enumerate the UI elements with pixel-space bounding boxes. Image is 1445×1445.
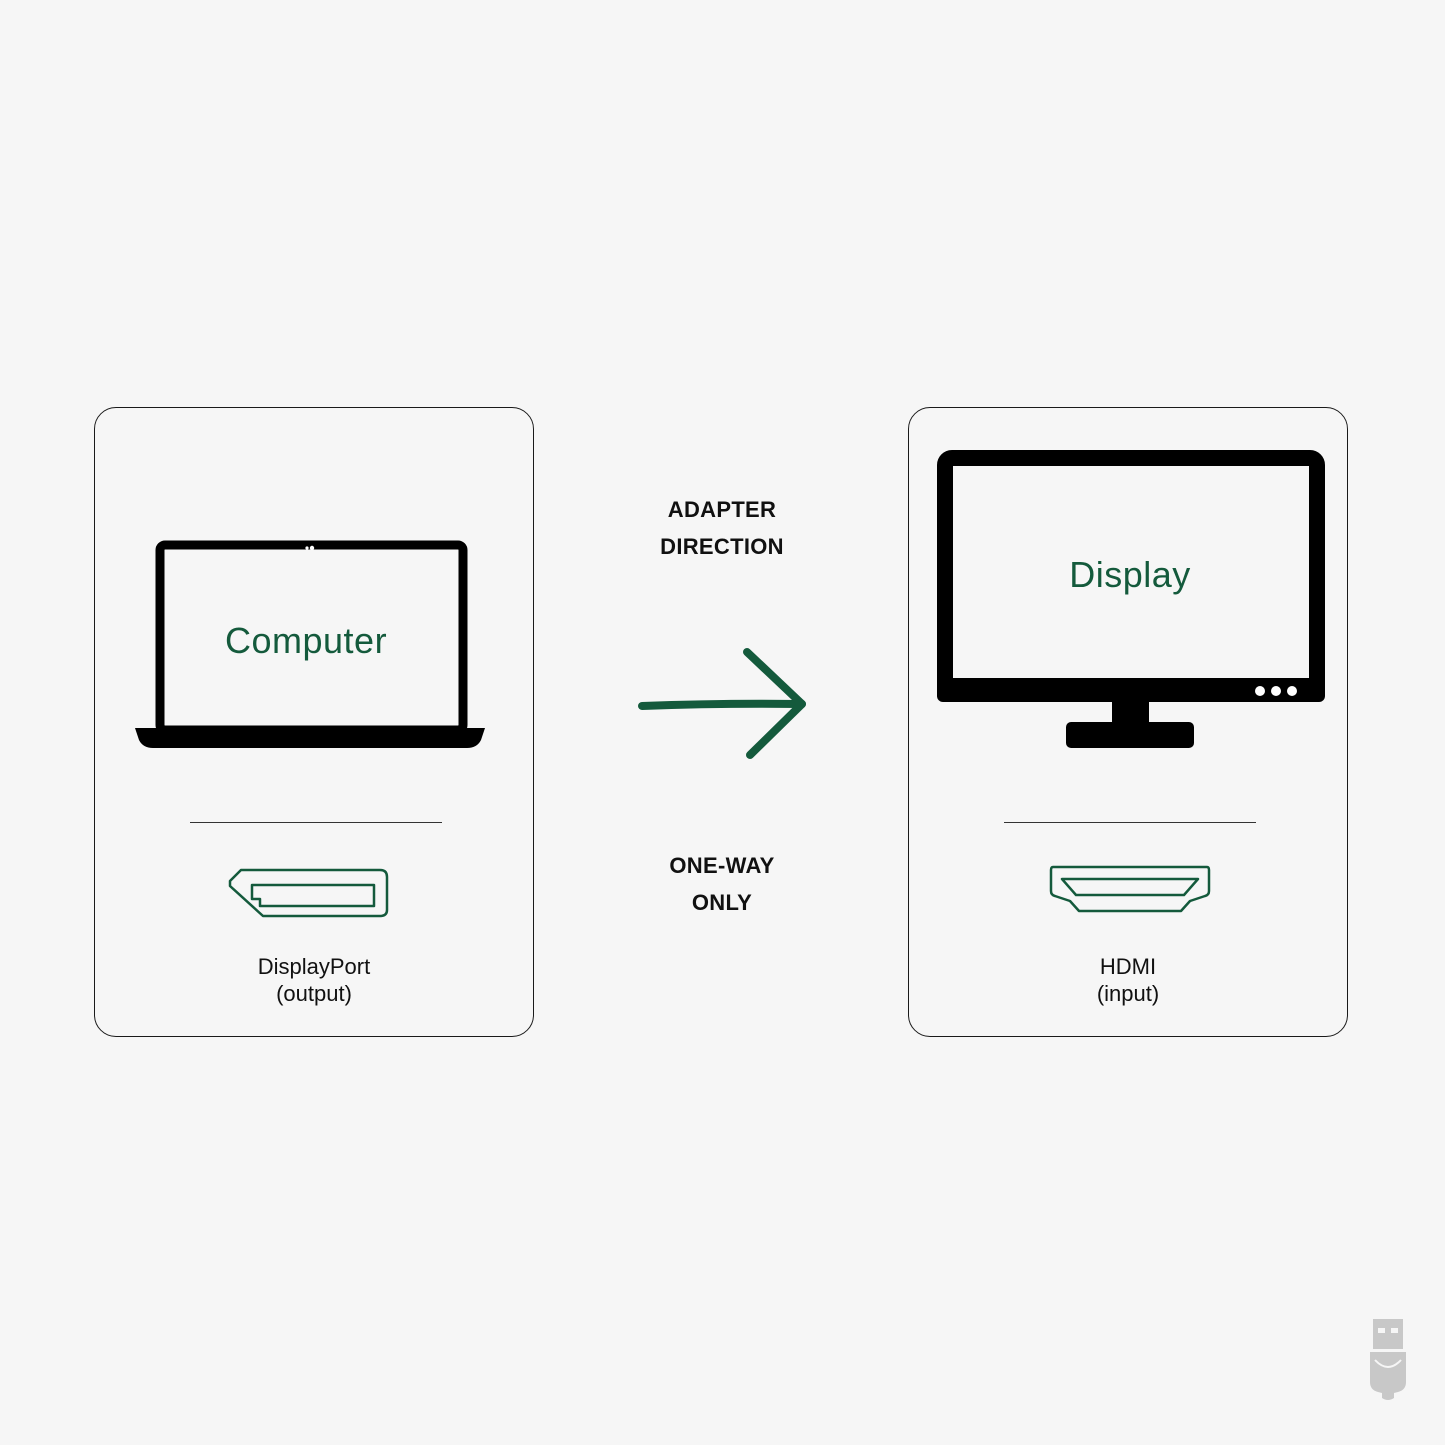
source-divider <box>190 822 442 823</box>
hdmi-direction: (input) <box>1096 981 1160 1006</box>
hdmi-name: HDMI <box>1099 954 1157 979</box>
computer-label: Computer <box>225 620 388 661</box>
one-way-line1: ONE-WAY <box>669 853 775 878</box>
displayport-direction: (output) <box>276 981 352 1006</box>
source-card: Computer DisplayPort (output) <box>94 407 534 1037</box>
target-divider <box>1004 822 1256 823</box>
one-way-note: ONE-WAY ONLY <box>612 847 832 921</box>
monitor-icon <box>937 450 1325 748</box>
adapter-direction-line1: ADAPTER <box>667 497 777 522</box>
one-way-line2: ONLY <box>691 890 753 915</box>
usb-plug-icon <box>1370 1319 1406 1400</box>
displayport-icon <box>228 868 389 918</box>
adapter-direction-line2: DIRECTION <box>660 534 784 559</box>
laptop-icon <box>135 540 485 748</box>
display-label: Display <box>1069 554 1191 595</box>
target-card: Display HDMI (input) <box>908 407 1348 1037</box>
arrow-right-icon <box>638 648 806 759</box>
displayport-name: DisplayPort <box>257 954 371 979</box>
adapter-direction-heading: ADAPTER DIRECTION <box>612 491 832 565</box>
hdmi-icon <box>1049 865 1211 913</box>
